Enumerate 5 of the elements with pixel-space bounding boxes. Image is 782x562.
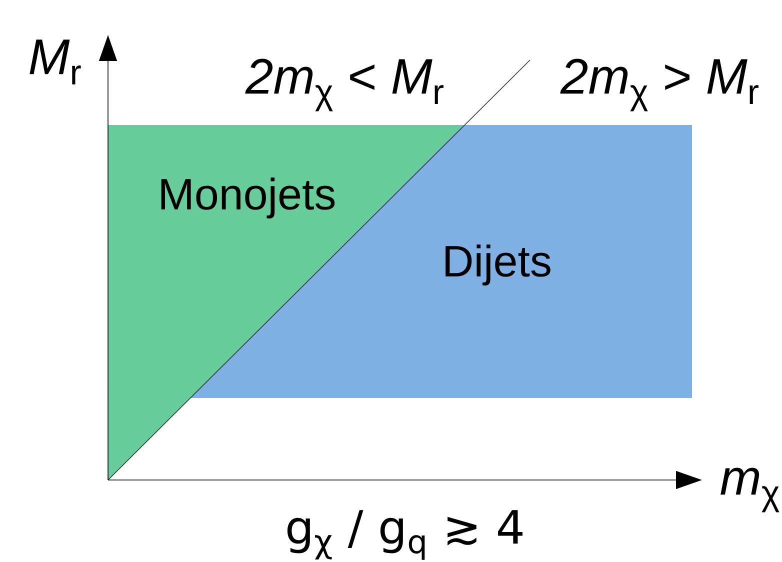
- axis-label: m$_{χ}$: [720, 468, 780, 512]
- axis-label: M$_{r}$: [30, 40, 81, 84]
- region-condition: 2m$_{χ}$ > M$_{r}$: [560, 58, 758, 112]
- coupling-ratio: g$_{χ}$ / g$_{q}$ ≳ 4: [287, 510, 522, 560]
- region-condition: 2m$_{χ}$ < M$_{r}$: [245, 58, 444, 112]
